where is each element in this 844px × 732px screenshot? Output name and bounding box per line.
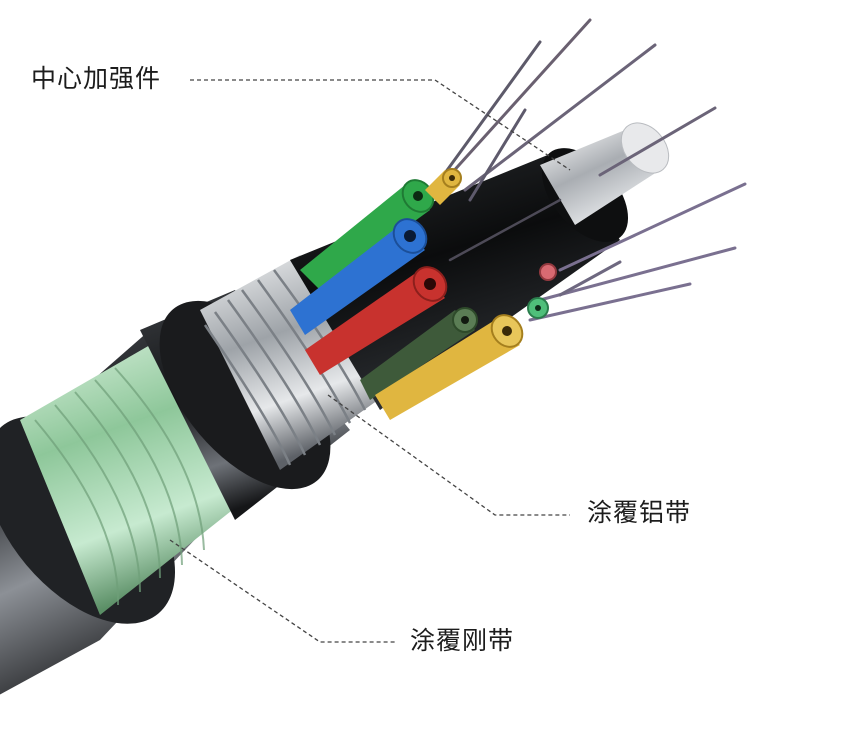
center-strength-member: [540, 122, 670, 225]
leader-line-aluminum: [327, 394, 570, 516]
loose-tube-pink: [539, 263, 557, 281]
loose-tube-blue: [290, 218, 428, 335]
loose-tube-green: [300, 179, 435, 290]
loose-tube-olive: [360, 307, 478, 400]
leader-line-steel: [169, 539, 395, 643]
loose-tube-yellow-small: [425, 168, 462, 205]
leader-line-center: [190, 79, 571, 171]
callout-center-strength-member: 中心加强件: [31, 64, 162, 93]
callout-steel-tape: 涂覆刚带: [410, 626, 515, 655]
loose-tube-yellow: [375, 314, 524, 420]
loose-tube-teal: [527, 297, 549, 319]
callout-aluminum-tape: 涂覆铝带: [587, 498, 692, 527]
leader-lines: [169, 79, 571, 643]
aluminum-tape-band: [200, 255, 385, 470]
loose-tube-red: [305, 266, 448, 375]
optical-fibers: [438, 18, 747, 322]
